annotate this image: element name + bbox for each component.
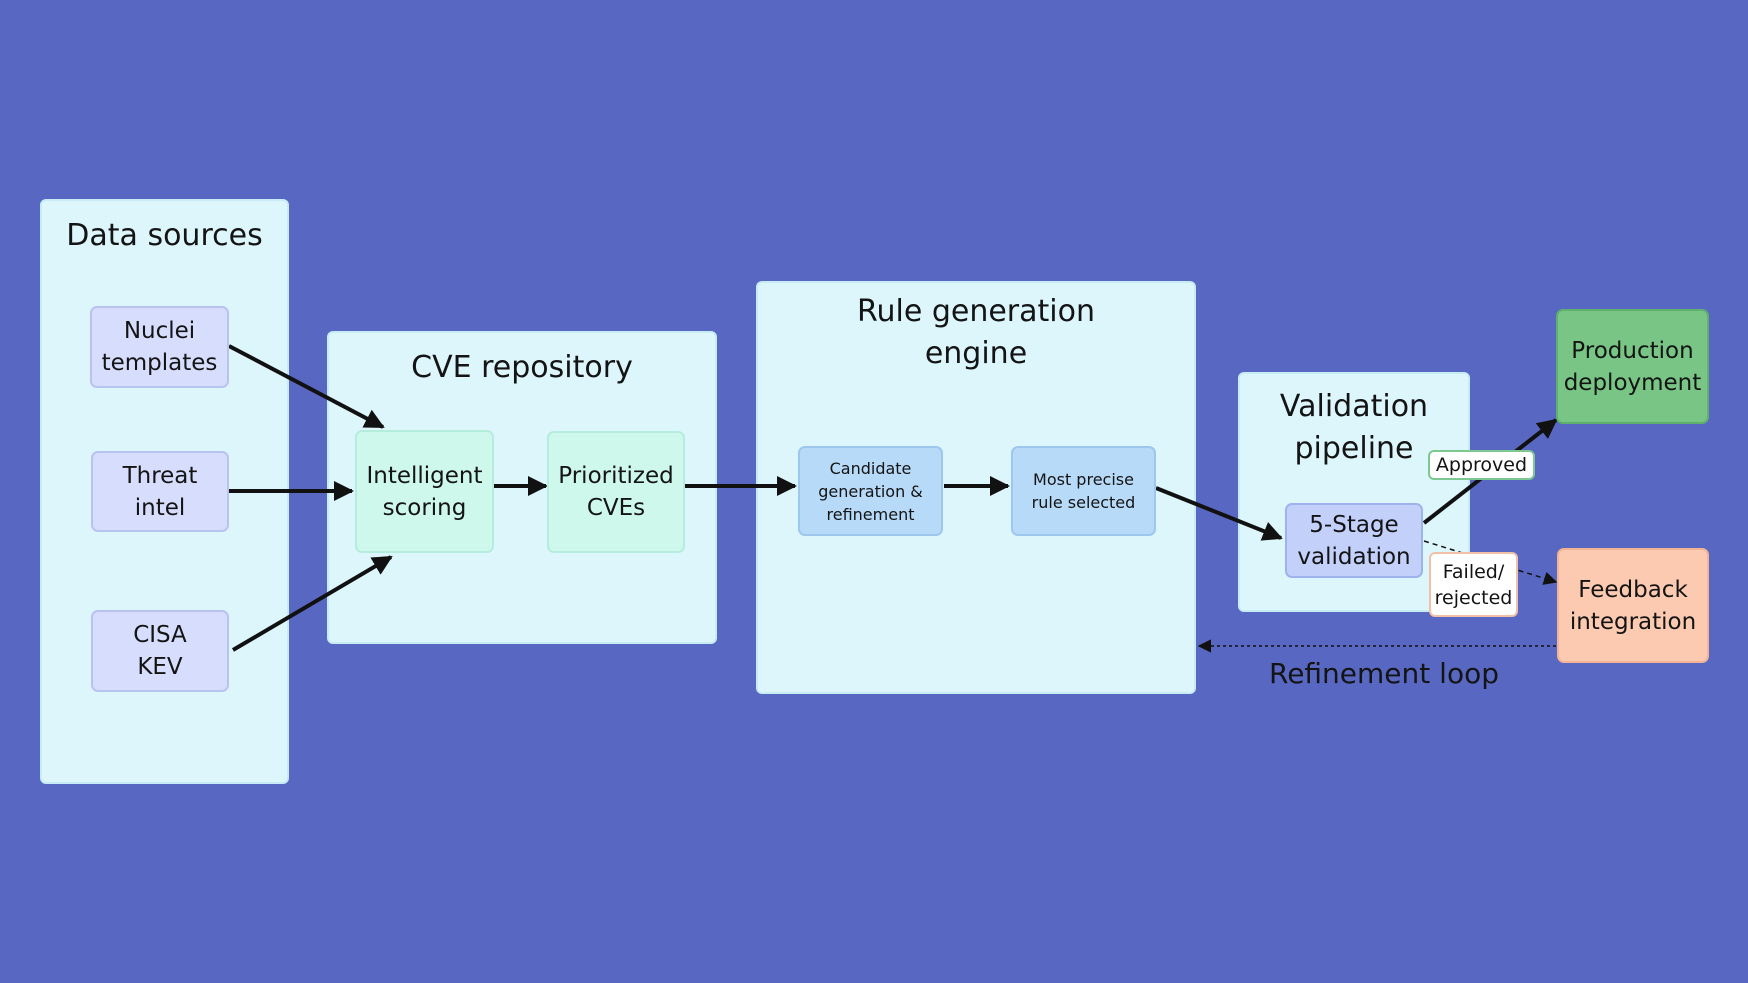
validation-pipeline-title: Validation pipeline — [1279, 389, 1429, 466]
cisa-kev-node: CISA KEV — [91, 610, 229, 692]
prioritized-cves-node: Prioritized CVEs — [547, 431, 685, 553]
feedback-integration-node: Feedback integration — [1557, 548, 1709, 663]
intelligent-scoring-node: Intelligent scoring — [355, 430, 494, 553]
cve-repository-title: CVE repository — [411, 350, 633, 385]
arrow-nuclei-to-scoring — [228, 344, 385, 429]
candidate-generation-node: Candidate generation & refinement — [798, 446, 943, 536]
arrow-precise-to-validation — [1155, 486, 1283, 541]
data-sources-title: Data sources — [66, 218, 263, 253]
rule-generation-title: Rule generation engine — [857, 294, 1095, 371]
nuclei-templates-node: Nuclei templates — [90, 306, 229, 388]
most-precise-rule-node: Most precise rule selected — [1011, 446, 1156, 536]
production-deployment-node: Production deployment — [1556, 309, 1709, 424]
threat-intel-node: Threat intel — [91, 451, 229, 532]
arrow-cisa-to-scoring — [231, 555, 393, 652]
five-stage-validation-node: 5-Stage validation — [1285, 503, 1423, 578]
approved-label: Approved — [1428, 450, 1535, 480]
failed-rejected-label: Failed/ rejected — [1429, 552, 1518, 617]
refinement-loop-label: Refinement loop — [1269, 657, 1499, 690]
